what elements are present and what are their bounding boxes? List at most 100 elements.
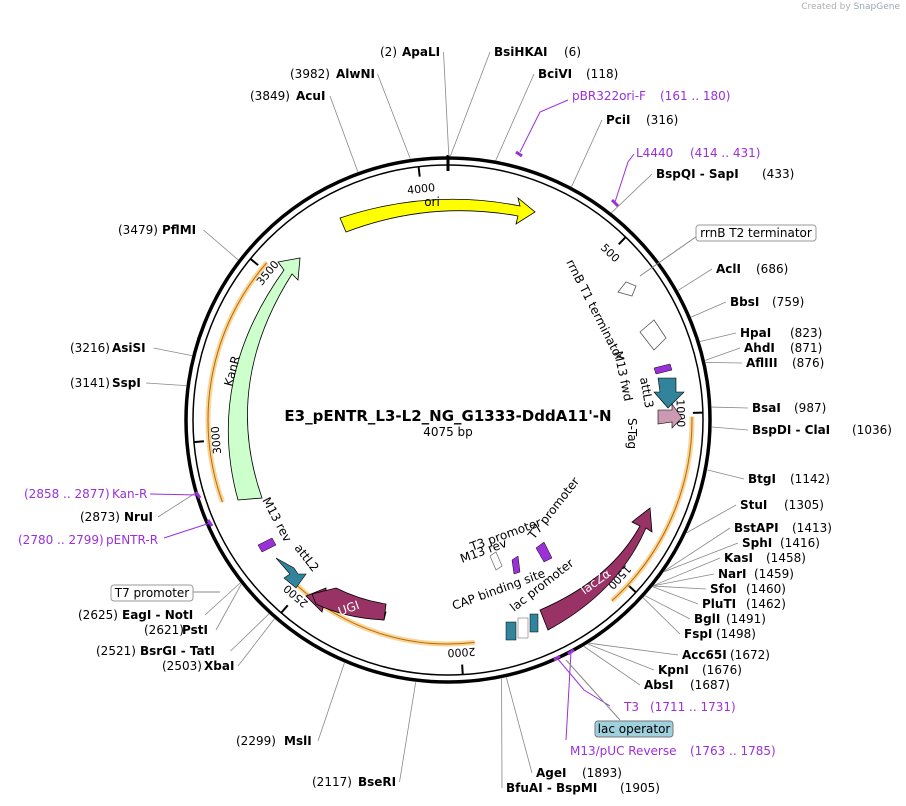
lac-operator-box <box>594 720 674 738</box>
site-name: BciVI <box>538 67 572 81</box>
site-leader-nrui <box>157 493 195 518</box>
pbr322ori-marker <box>515 150 523 158</box>
plasmid-length: 4075 bp <box>423 425 473 439</box>
site-name: StuI <box>740 498 767 512</box>
attl3-arrow[interactable] <box>653 377 685 409</box>
primer-kan-r-range: (2858 .. 2877) <box>24 487 110 501</box>
m13-fwd-label: M13 fwd <box>611 350 635 403</box>
site-pos: (823) <box>790 326 822 340</box>
site-acli[interactable]: (686)AclI <box>716 262 788 276</box>
site-bspqi[interactable]: (433)BspQI - SapI <box>656 167 794 181</box>
site-acui[interactable]: (3849)AcuI <box>250 89 325 103</box>
site-pflmi[interactable]: (3479)PflMI <box>118 223 196 237</box>
site-leader-bsrgi <box>230 613 270 652</box>
site-psti[interactable]: (2621)PstI <box>144 623 208 637</box>
tick-4000 <box>417 166 421 177</box>
kanr-arrow[interactable] <box>227 257 301 501</box>
site-name-suffix: - SapI <box>696 167 739 181</box>
site-sphi[interactable]: (1416)SphI <box>742 536 820 550</box>
site-leader-bspdi <box>711 426 749 431</box>
site-agei[interactable]: (1893)AgeI <box>536 766 622 780</box>
site-stui[interactable]: (1305)StuI <box>740 498 824 512</box>
site-pos: (316) <box>646 113 678 127</box>
attl2-label: attL2 <box>292 541 322 574</box>
site-sspi[interactable]: (3141)SspI <box>70 376 141 390</box>
site-asisi[interactable]: (3216)AsiSI <box>70 341 146 355</box>
site-sfoi[interactable]: (1460)SfoI <box>710 582 786 596</box>
site-acc65i[interactable]: (1672)Acc65I <box>682 648 770 662</box>
site-hpai[interactable]: (823)HpaI <box>740 326 822 340</box>
s-tag-arrow[interactable] <box>657 403 683 429</box>
site-absi[interactable]: (1687)AbsI <box>644 678 730 692</box>
lacza-arrow[interactable] <box>539 507 653 631</box>
site-leader-btgi <box>707 469 745 480</box>
site-ahdi[interactable]: (871)AhdI <box>744 341 822 355</box>
site-bsrgi[interactable]: (2521)BsrGI - TatI <box>96 644 215 658</box>
tick-label-500: 500 <box>598 241 622 265</box>
lac-operator-label: lac operator <box>598 722 671 736</box>
site-pos: (1460) <box>746 582 786 596</box>
site-pos: (2299) <box>236 734 276 748</box>
primer-l4440-name: L4440 <box>636 146 673 160</box>
site-pcii[interactable]: (316) PciI <box>606 113 678 127</box>
site-bfuai[interactable]: (1905)BfuAI - BspMI <box>506 781 660 795</box>
site-pos: (1462) <box>746 597 786 611</box>
rrnb-t2-arrow <box>639 319 667 351</box>
site-btgi[interactable]: (1142)BtgI <box>748 472 830 486</box>
m13-rev-inner-arrow <box>511 555 521 575</box>
site-leader-acui <box>329 95 359 173</box>
l4440-leader <box>614 153 635 203</box>
primer-t3-range: (1711 .. 1731) <box>650 700 736 714</box>
site-afliii[interactable]: (876)AflIII <box>746 356 824 370</box>
site-bseri[interactable]: (2117)BseRI <box>312 775 396 789</box>
site-name: XbaI <box>204 659 234 673</box>
site-pos: (871) <box>790 341 822 355</box>
site-kpni[interactable]: (1676)KpnI <box>658 663 742 677</box>
site-name: BglI <box>694 612 720 626</box>
tick-label-3000: 3000 <box>209 426 224 455</box>
site-name: EagI - NotI <box>122 608 193 622</box>
site-pos: (3849) <box>250 89 290 103</box>
site-fspi[interactable]: (1498)FspI <box>684 627 756 641</box>
site-name: NruI <box>124 510 153 524</box>
site-nari[interactable]: (1459)NarI <box>718 567 794 581</box>
site-bsihkai[interactable]: (6)BsiHKAI <box>494 45 581 59</box>
site-bspdi[interactable]: (1036)BspDI - ClaI <box>752 423 892 437</box>
site-xbai[interactable]: (2503)XbaI <box>162 659 234 673</box>
site-leader-bspqi <box>611 173 653 213</box>
site-leader-hpai <box>699 332 737 342</box>
site-name: Acc65I <box>682 648 727 662</box>
ori-arrow[interactable] <box>339 196 536 233</box>
site-pos: (1687) <box>690 678 730 692</box>
site-name: BtgI <box>748 472 776 486</box>
site-eagi[interactable]: (2625) EagI - NotI <box>78 608 193 622</box>
site-bgli[interactable]: (1491)BglI <box>694 612 766 626</box>
site-leader-alwni <box>377 73 411 159</box>
rrnb-t1-label: rrnB T1 terminator <box>563 257 626 363</box>
m13-rev-left-arrow <box>257 537 277 553</box>
ugi-label: UGI <box>336 598 361 619</box>
site-msli[interactable]: (2299)MslI <box>236 734 312 748</box>
site-bbsi[interactable]: (759)BbsI <box>730 295 804 309</box>
site-bstapi[interactable]: (1413)BstAPI <box>734 521 832 535</box>
site-pos: (1036) <box>852 423 892 437</box>
site-alwni[interactable]: (3982)AlwNI <box>290 67 375 81</box>
site-kasi[interactable]: (1458)KasI <box>724 551 806 565</box>
site-apali[interactable]: (2)ApaLI <box>380 45 440 59</box>
site-pos: (2625) <box>78 608 118 622</box>
site-pluti[interactable]: (1462)PluTI <box>702 597 786 611</box>
site-name: SphI <box>742 536 772 550</box>
site-leader-acc65i <box>588 642 679 656</box>
site-name: PciI <box>606 113 631 127</box>
site-bcivi[interactable]: (118)BciVI <box>538 67 618 81</box>
site-bsai[interactable]: (987)BsaI <box>752 401 826 415</box>
site-nrui[interactable]: (2873)NruI <box>80 510 153 524</box>
tick-500 <box>618 236 627 245</box>
site-leader-bsai <box>711 406 749 409</box>
lac-operator-leader <box>565 659 621 721</box>
site-leader-fspi <box>642 597 681 635</box>
attl2-arrow[interactable] <box>275 557 307 589</box>
site-name: PflMI <box>162 223 196 237</box>
credit-text: Created by <box>801 2 851 12</box>
site-leader-bseri <box>399 681 417 783</box>
